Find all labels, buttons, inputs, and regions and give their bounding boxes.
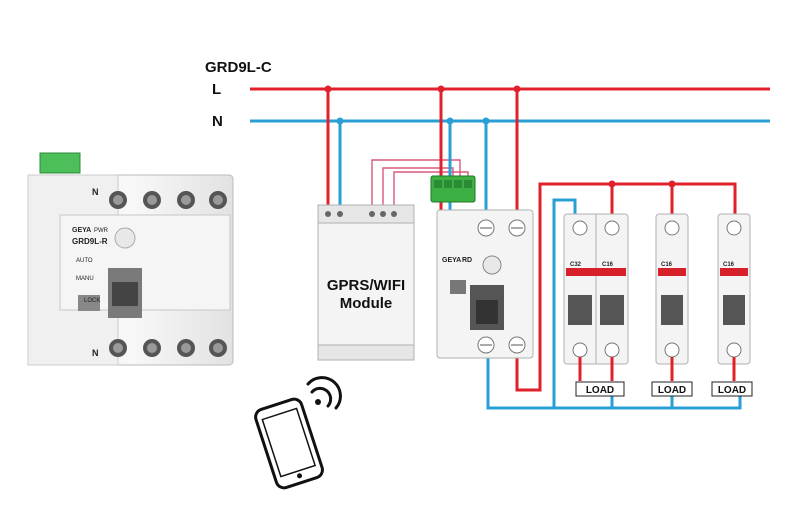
gprs-wifi-module (317, 204, 415, 361)
rcbo-front-device (436, 209, 534, 359)
module-label-line2: Module (340, 295, 393, 312)
mcb2-rating: C16 (602, 262, 614, 268)
rcbo-n-bottom-label: N (92, 348, 99, 358)
wifi-signal-icon (306, 376, 342, 410)
control-wires (371, 159, 469, 205)
terminal-block (430, 175, 476, 203)
diagram-title: GRD9L-C (205, 59, 272, 76)
mcb4-rating: C16 (723, 262, 735, 268)
junction-dot (608, 180, 616, 188)
rcbo-lock: LOCK (84, 298, 100, 304)
rcbo-auto: AUTO (76, 258, 93, 264)
rcbo-n-top-label: N (92, 187, 99, 197)
rcbo-brand: GEYA (72, 227, 91, 234)
load-box-3 (711, 381, 753, 397)
mcb1-neutral-feed (552, 198, 577, 408)
rcbo-pwr: PWR (94, 228, 109, 234)
junction-dots (324, 85, 521, 125)
rcbo-neutral-out-wire (486, 345, 742, 410)
rcbo-line-out-wire (515, 182, 737, 392)
rcbo-front-brand: GEYA (442, 257, 461, 264)
rcbo-model: GRD9L-R (72, 237, 108, 246)
line-label: L (212, 81, 221, 98)
module-label-line1: GPRS/WIFI (327, 277, 405, 294)
rcbo-device-photo (27, 152, 234, 366)
smartphone-icon (254, 397, 324, 490)
neutral-label: N (212, 113, 223, 130)
load-label-1: LOAD (586, 385, 614, 396)
rcbo-manu: MANU (76, 276, 94, 282)
junction-dot (668, 180, 676, 188)
rcbo-front-code: RD (462, 257, 472, 264)
mcb-breakers (563, 213, 751, 365)
mcb1-rating: C32 (570, 262, 582, 268)
load-label-3: LOAD (718, 385, 746, 396)
load-line-wires (578, 357, 736, 381)
load-box-2 (651, 381, 693, 397)
mcb3-rating: C16 (661, 262, 673, 268)
load-box-1 (575, 381, 625, 397)
load-label-2: LOAD (658, 385, 686, 396)
